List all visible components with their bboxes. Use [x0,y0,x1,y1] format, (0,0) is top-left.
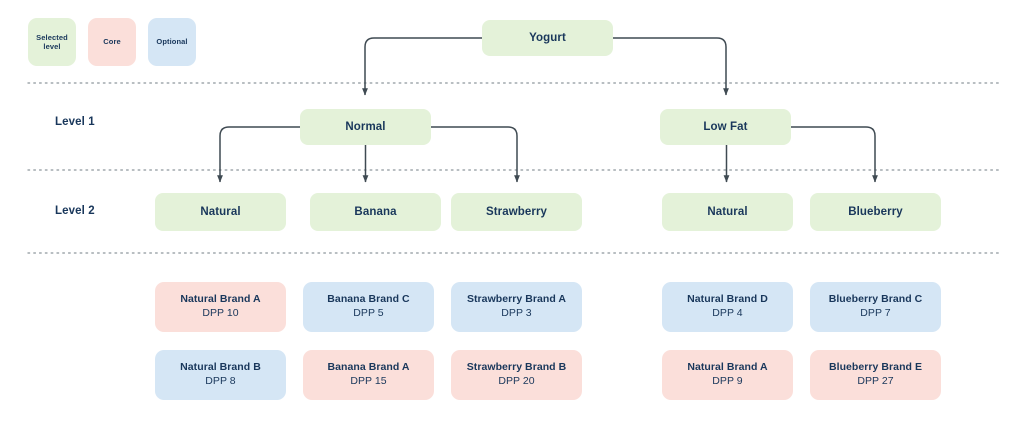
brand-name: Natural Brand D [687,293,768,306]
brand-dpp: DPP 27 [857,375,894,387]
node-level2-natural-normal[interactable]: Natural [155,193,286,231]
legend: Selected level Core Optional [28,18,196,66]
brand-name: Blueberry Brand E [828,361,923,374]
brand-dpp: DPP 20 [498,375,535,387]
connector-root-to-normal [362,37,482,96]
brand-card[interactable]: Banana Brand A DPP 15 [303,350,434,400]
connector-normal-to-natural [217,126,300,183]
legend-label-selected-level: Selected level [36,32,68,51]
brand-name: Natural Brand A [687,361,768,374]
connector-root-to-lowfat [613,37,729,96]
node-level1-low-fat[interactable]: Low Fat [660,109,791,145]
brand-card[interactable]: Natural Brand B DPP 8 [155,350,286,400]
brand-name: Blueberry Brand C [828,293,923,306]
brand-card[interactable]: Strawberry Brand A DPP 3 [451,282,582,332]
brand-card[interactable]: Banana Brand C DPP 5 [303,282,434,332]
brand-card[interactable]: Strawberry Brand B DPP 20 [451,350,582,400]
brand-card[interactable]: Natural Brand D DPP 4 [662,282,793,332]
brand-card[interactable]: Blueberry Brand C DPP 7 [810,282,941,332]
brand-dpp: DPP 8 [205,375,236,387]
brand-name: Natural Brand B [180,361,261,374]
brand-name: Strawberry Brand B [466,361,567,374]
brand-dpp: DPP 9 [712,375,743,387]
legend-chip-optional: Optional [148,18,196,66]
node-level2-blueberry[interactable]: Blueberry [810,193,941,231]
legend-label-core: Core [103,37,121,47]
brand-name: Natural Brand A [180,293,261,306]
brand-dpp: DPP 4 [712,307,743,319]
legend-chip-selected-level: Selected level [28,18,76,66]
brand-dpp: DPP 5 [353,307,384,319]
brand-card[interactable]: Natural Brand A DPP 9 [662,350,793,400]
brand-dpp: DPP 10 [202,307,239,319]
node-root-yogurt[interactable]: Yogurt [482,20,613,56]
node-level1-normal[interactable]: Normal [300,109,431,145]
connector-lowfat-to-blueberry [791,126,878,183]
brand-card[interactable]: Blueberry Brand E DPP 27 [810,350,941,400]
brand-name: Banana Brand C [327,293,410,306]
row-label-level-1: Level 1 [55,116,95,128]
brand-card[interactable]: Natural Brand A DPP 10 [155,282,286,332]
brand-dpp: DPP 7 [860,307,891,319]
connector-normal-to-strawberry [431,126,520,183]
node-level2-banana[interactable]: Banana [310,193,441,231]
brand-dpp: DPP 3 [501,307,532,319]
node-level2-strawberry[interactable]: Strawberry [451,193,582,231]
brand-name: Banana Brand A [327,361,410,374]
brand-dpp: DPP 15 [350,375,387,387]
legend-chip-core: Core [88,18,136,66]
legend-label-optional: Optional [156,37,188,47]
row-label-level-2: Level 2 [55,205,95,217]
brand-name: Strawberry Brand A [466,293,567,306]
node-level2-natural-lowfat[interactable]: Natural [662,193,793,231]
